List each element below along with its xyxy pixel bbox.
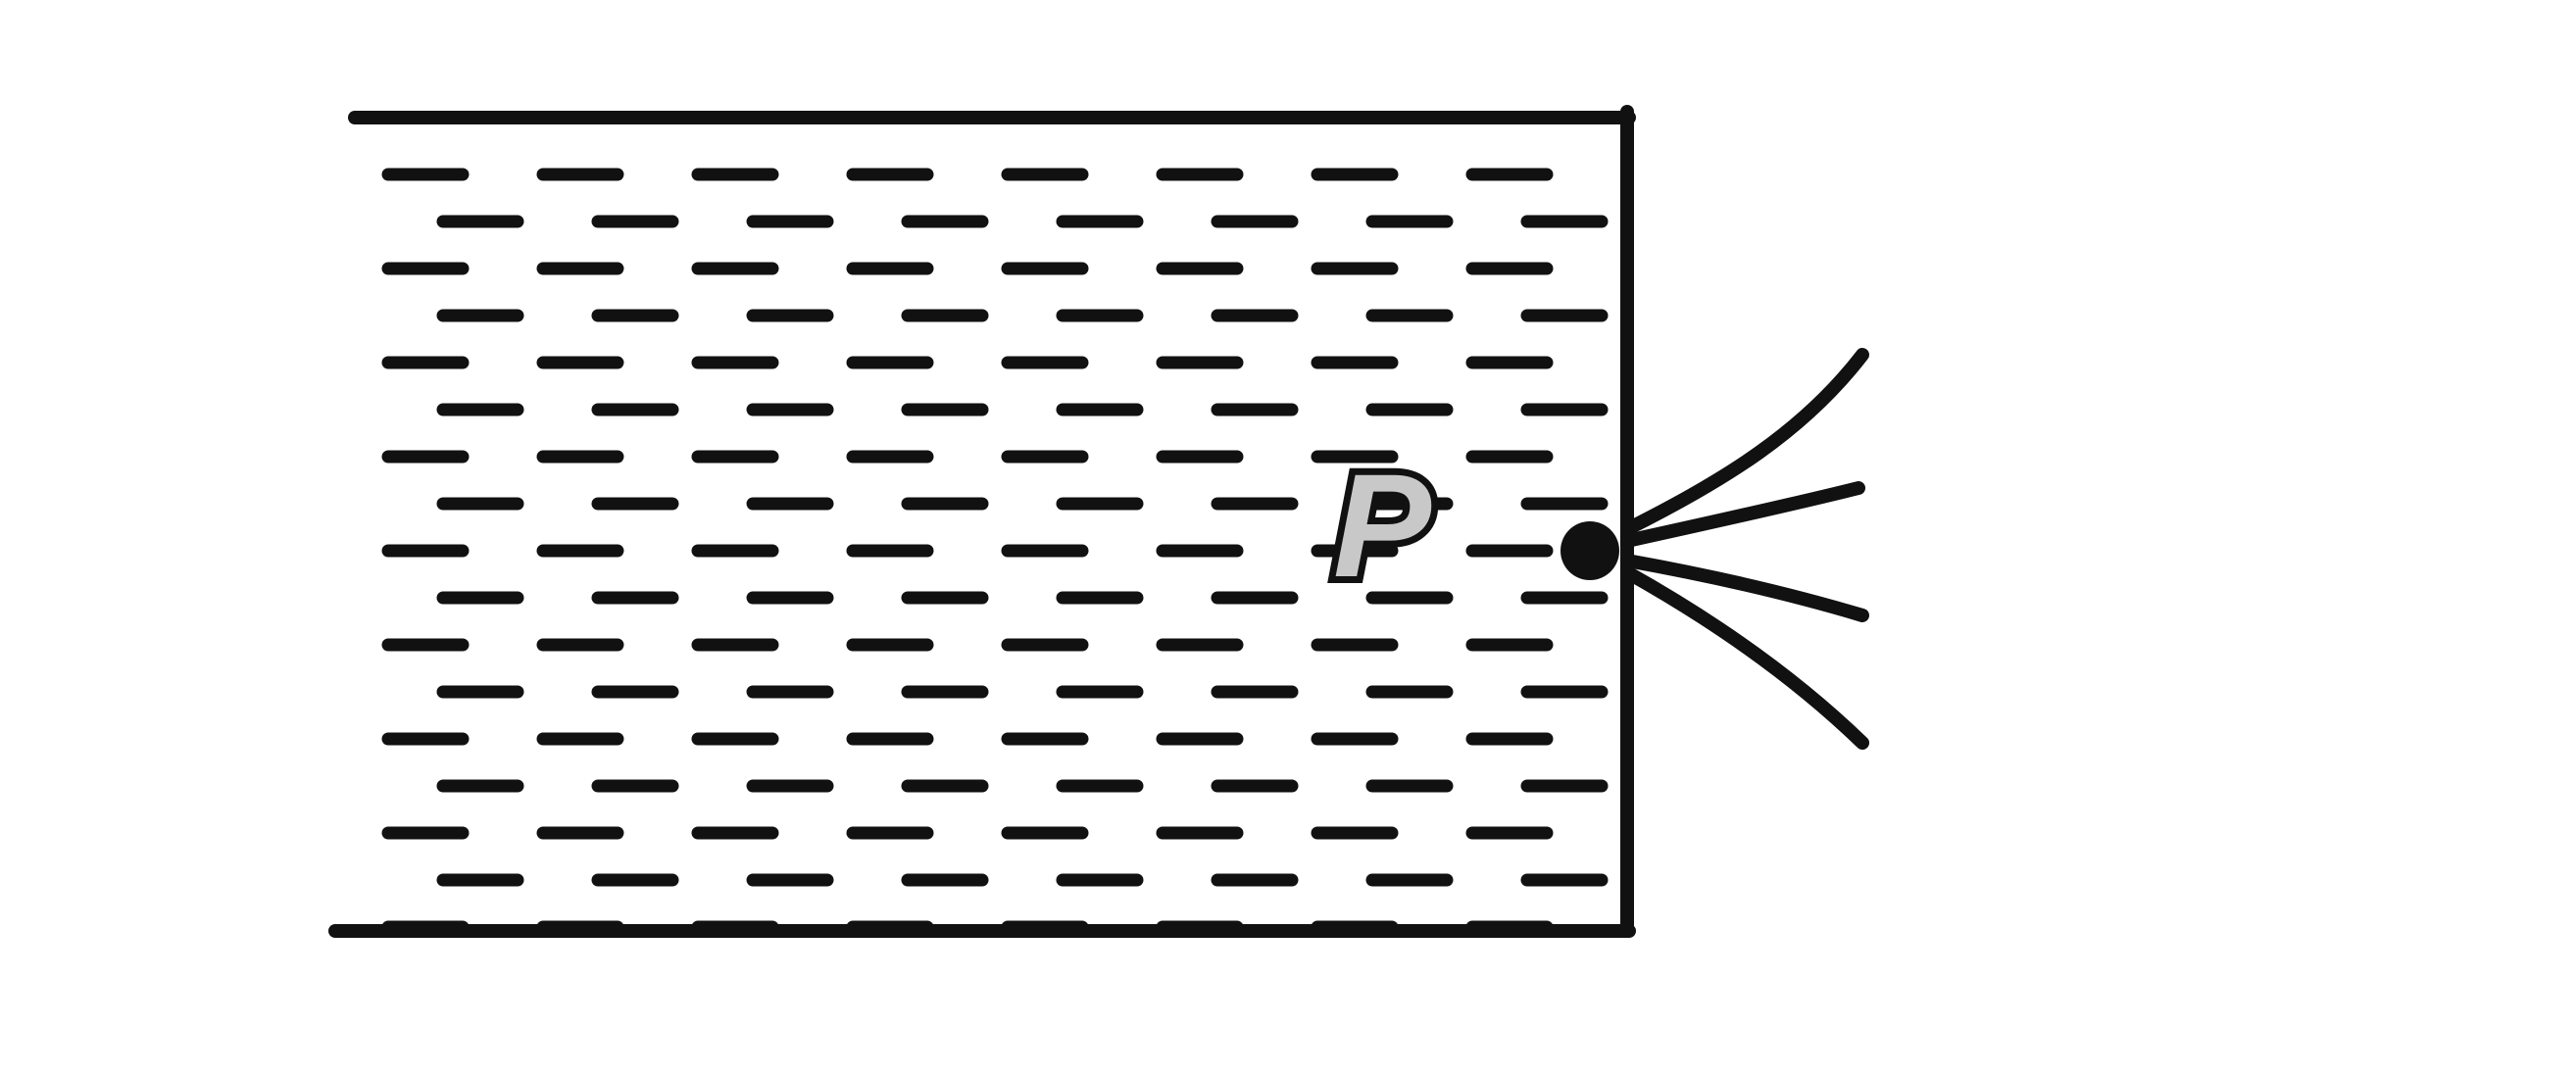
jet-stream-3	[1620, 554, 1869, 622]
water-jets	[1620, 348, 1869, 750]
liquid-fill	[381, 168, 1609, 934]
orifice-hole	[1560, 521, 1619, 580]
jet-stream-4	[1620, 565, 1869, 750]
point-label-p: P	[1333, 443, 1432, 608]
tank	[328, 105, 1636, 938]
jet-stream-1	[1620, 348, 1869, 536]
jet-stream-2	[1620, 481, 1865, 548]
